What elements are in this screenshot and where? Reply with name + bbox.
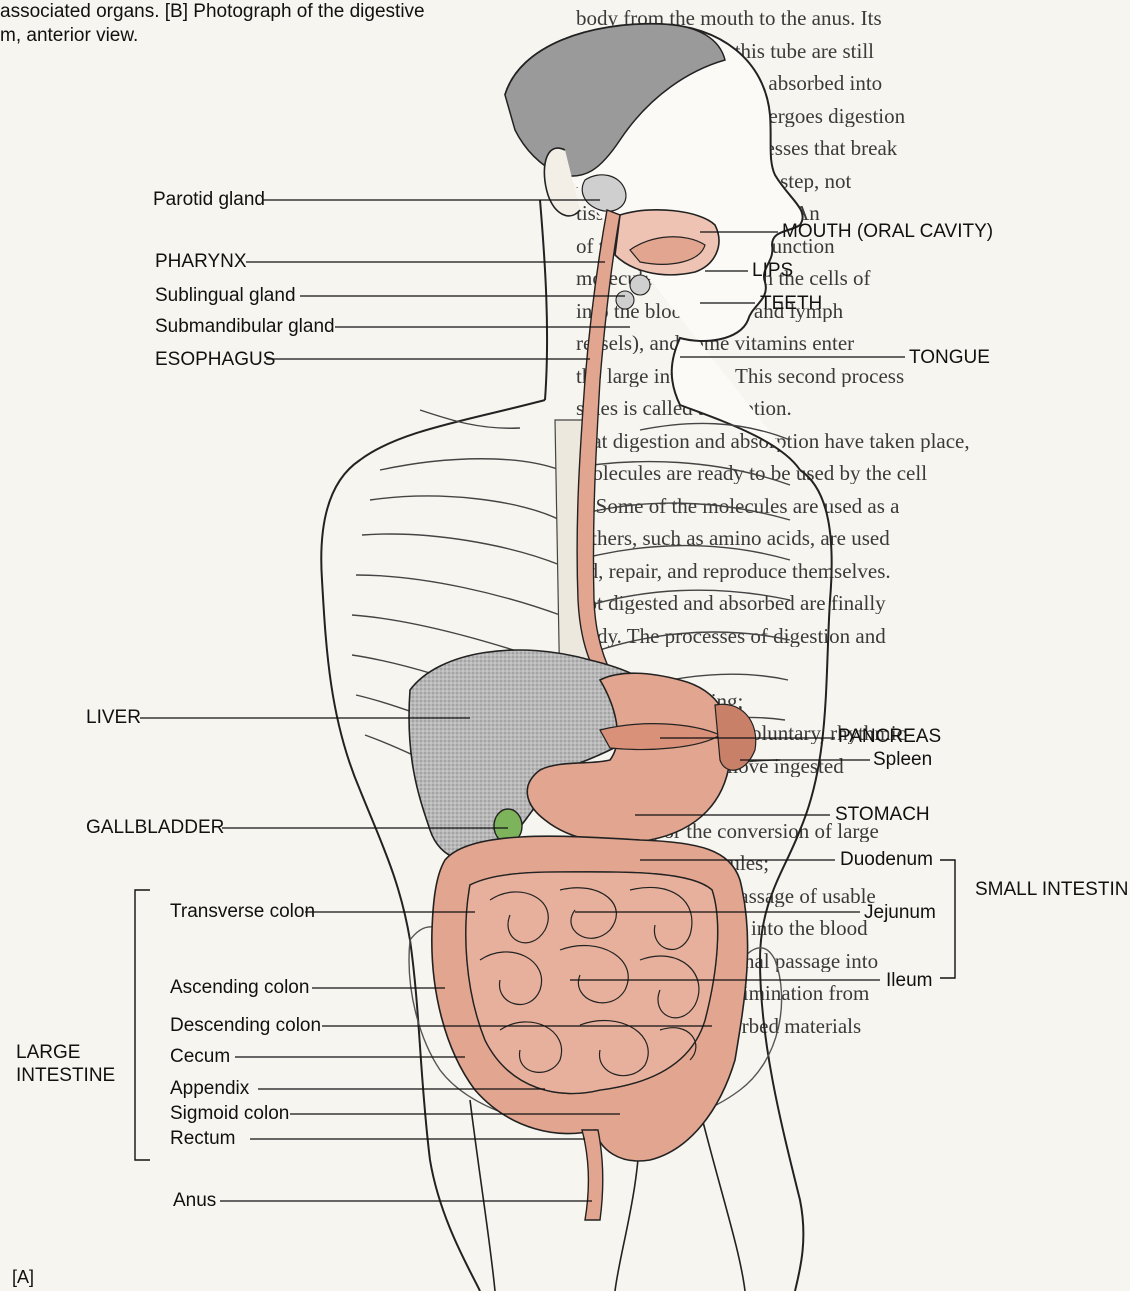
leg-line-right-2 [700,1110,745,1291]
leg-line-left [470,1100,495,1291]
label-pharynx: PHARYNX [155,252,247,271]
label-jejunum: Jejunum [864,903,936,922]
label-duodenum: Duodenum [840,850,933,869]
panel-tag: [A] [12,1268,34,1286]
label-anus: Anus [173,1191,216,1210]
label-cecum: Cecum [170,1047,230,1066]
label-transverse-colon: Transverse colon [170,902,315,921]
label-pancreas: PANCREAS [838,727,941,746]
label-gallbladder: GALLBLADDER [86,818,224,837]
label-descending-colon: Descending colon [170,1016,321,1035]
label-ileum: Ileum [886,971,932,990]
label-small-intestine: SMALL INTESTINE [975,880,1130,899]
label-tongue: TONGUE [909,348,990,367]
label-rectum: Rectum [170,1129,235,1148]
label-esophagus: ESOPHAGUS [155,350,275,369]
label-sigmoid-colon: Sigmoid colon [170,1104,289,1123]
label-large-intestine-line-1: LARGE [16,1043,80,1062]
label-large-intestine-line-2: INTESTINE [16,1066,115,1085]
torso-right [760,470,832,1291]
label-stomach: STOMACH [835,805,930,824]
small-intestine-coils [466,872,718,1094]
label-teeth: TEETH [760,294,822,313]
label-ascending-colon: Ascending colon [170,978,309,997]
label-spleen: Spleen [873,750,932,769]
label-appendix: Appendix [170,1079,249,1098]
esophagus-tube [577,210,620,680]
label-parotid-gland: Parotid gland [153,190,265,209]
label-sublingual-gland: Sublingual gland [155,286,296,305]
label-mouth: MOUTH (ORAL CAVITY) [782,222,993,241]
label-submandibular-gland: Submandibular gland [155,317,335,336]
neck-back [540,200,547,400]
rectum-shape [582,1130,603,1220]
label-lips: LIPS [752,261,793,280]
small-intestine-bracket [940,860,955,978]
label-liver: LIVER [86,708,141,727]
large-intestine-bracket [135,890,150,1160]
